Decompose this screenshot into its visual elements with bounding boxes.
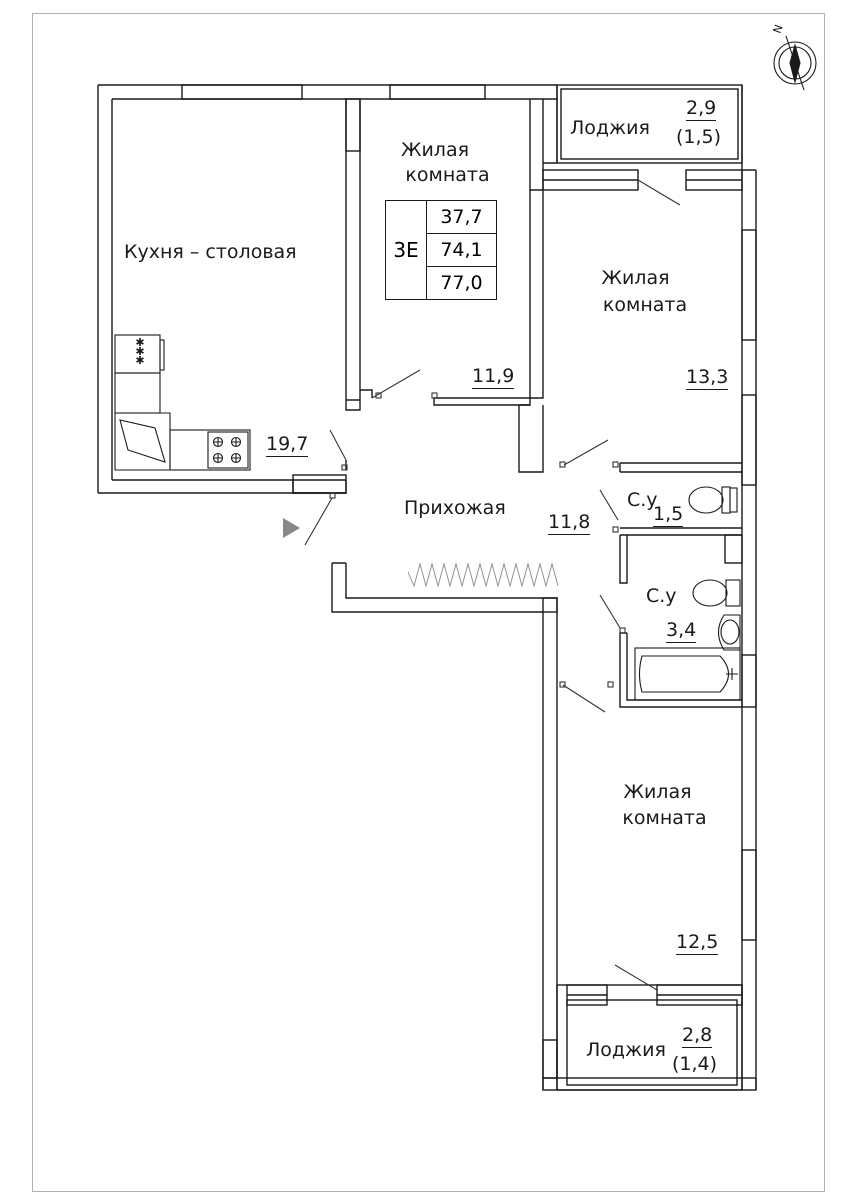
outer-wall-top [98, 84, 557, 100]
svg-text:✱: ✱ [135, 336, 144, 349]
hallway-area: 11,8 [548, 511, 591, 535]
living-top-name-2: комната [405, 164, 490, 186]
loggia-top-reduced-area: (1,5) [676, 126, 722, 148]
living-right-area: 13,3 [686, 366, 729, 390]
door-bottom-bedroom [562, 684, 606, 713]
outer-wall-kitchen-bottom [98, 479, 346, 494]
wc-small-area: 1,5 [653, 503, 684, 527]
outer-wall-left [97, 85, 113, 493]
outer-wall-right [741, 85, 757, 1090]
total-area-with-loggias: 77,0 [440, 272, 483, 294]
compass-label: N [771, 23, 786, 35]
apartment-type: 3Е [386, 201, 427, 299]
sheet-border [32, 13, 825, 1192]
wall-bedroom-right [529, 99, 544, 399]
kitchen-name: Кухня – столовая [124, 241, 297, 263]
compass [773, 35, 817, 91]
living-area-total: 37,7 [427, 201, 496, 234]
door-wc-small [599, 489, 619, 521]
living-bottom-area: 12,5 [676, 931, 719, 955]
entry-arrow [283, 518, 300, 538]
hallway-name: Прихожая [404, 497, 506, 519]
wall-hallway-left [331, 562, 558, 1090]
living-bottom-name-1: Жилая [623, 781, 692, 803]
kitchen-area: 19,7 [266, 433, 309, 457]
sink-small [729, 487, 738, 513]
living-right-name-1: Жилая [601, 267, 670, 289]
wc-large-name: С.у [646, 585, 677, 607]
wall-wc-small-bottom [620, 527, 742, 536]
total-area: 74,1 [427, 234, 496, 267]
wall-bedroom-bottom [360, 389, 531, 406]
wall-kitchen-bedroom [345, 99, 361, 411]
door-loggia-bottom [614, 964, 658, 991]
wardrobe-zigzag [407, 562, 559, 588]
loggia-bottom-name: Лоджия [586, 1039, 666, 1061]
living-top-area: 11,9 [472, 365, 515, 389]
apartment-code-table: 3Е 37,7 74,1 77,0 [385, 200, 497, 300]
loggia-bottom-area: 2,8 [682, 1024, 713, 1048]
door-wc-large [599, 594, 621, 629]
kitchen-counter-lower [114, 372, 161, 414]
door-kitchen [329, 429, 347, 461]
living-top-name-1: Жилая [400, 139, 470, 161]
svg-text:✱: ✱ [135, 345, 144, 358]
loggia-bottom-reduced-area: (1,4) [672, 1053, 718, 1075]
door-bedroom [371, 369, 421, 399]
door-entry [304, 497, 333, 546]
door-loggia-top [637, 179, 681, 206]
wall-wc-large [619, 632, 742, 708]
living-right-name-2: комната [602, 294, 688, 316]
toilet-large [692, 579, 728, 607]
living-bottom-name-2: комната [622, 807, 707, 829]
loggia-top-area: 2,9 [686, 97, 717, 121]
bedroom-window [389, 84, 486, 100]
toilet-small [688, 486, 724, 514]
loggia-top-name: Лоджия [570, 117, 650, 139]
kitchen-window [181, 84, 303, 100]
door-right-bedroom [563, 439, 609, 466]
stove-marks: ✱ [135, 354, 144, 367]
stove [169, 429, 251, 471]
loggia-bottom-window [542, 1077, 757, 1091]
wc-small-name: С.у [627, 489, 658, 511]
washbasin-large [717, 614, 741, 651]
bathtub [634, 647, 741, 701]
wall-wc-small-top [619, 462, 742, 473]
wc-large-area: 3,4 [666, 619, 697, 643]
